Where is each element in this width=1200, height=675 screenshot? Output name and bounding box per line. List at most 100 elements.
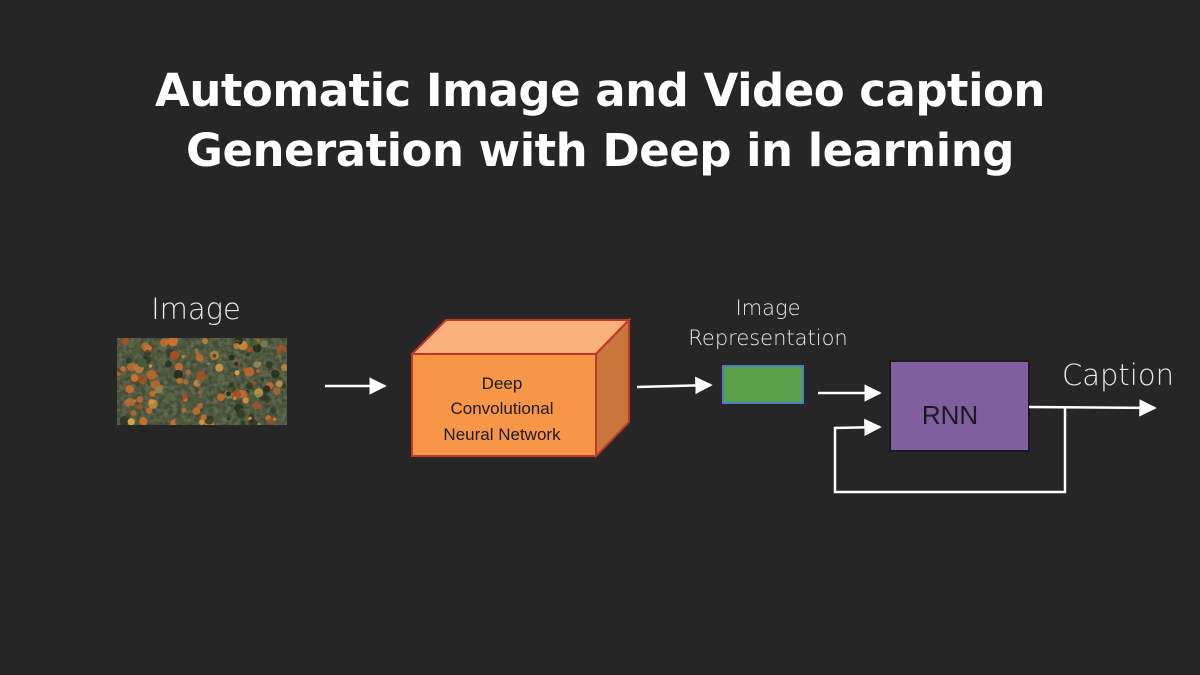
input-image-label: Image: [151, 292, 241, 326]
foliage-speck: [169, 350, 180, 360]
foliage-speck: [256, 369, 260, 373]
foliage-speck: [228, 354, 235, 361]
foliage-speck: [136, 403, 143, 410]
foliage-speck: [227, 384, 236, 394]
foliage-speck: [175, 417, 185, 425]
foliage-speck: [248, 418, 258, 425]
caption-output-label: Caption: [1062, 358, 1174, 392]
foliage-speck: [226, 417, 231, 421]
foliage-speck: [145, 407, 153, 414]
rnn-block: [889, 360, 1030, 452]
foliage-speck: [160, 338, 169, 347]
aerial-forest-image: [117, 338, 287, 425]
foliage-speck: [232, 389, 242, 399]
foliage-speck: [164, 341, 168, 345]
foliage-speck: [273, 387, 281, 395]
foliage-speck: [181, 407, 187, 413]
foliage-speck: [252, 343, 262, 353]
foliage-speck: [137, 374, 148, 385]
foliage-speck: [246, 346, 253, 353]
foliage-speck: [242, 367, 247, 372]
foliage-speck: [192, 407, 201, 415]
foliage-speck: [197, 378, 203, 384]
foliage-speck: [128, 405, 134, 412]
foliage-speck: [144, 349, 152, 357]
cnn-label-line-3: Neural Network: [443, 425, 561, 444]
foliage-speck: [215, 363, 224, 372]
foliage-speck: [189, 351, 196, 358]
foliage-speck: [246, 382, 254, 390]
foliage-speck: [148, 364, 153, 368]
cnn-label-line-1: Deep: [482, 374, 523, 393]
foliage-speck: [246, 352, 250, 357]
foliage-speck: [270, 352, 274, 356]
foliage-speck: [236, 409, 246, 419]
foliage-speck: [149, 390, 156, 397]
rnn-label: RNN: [922, 400, 978, 430]
foliage-speck: [197, 390, 202, 395]
foliage-speck: [244, 367, 255, 377]
foliage-speck: [174, 362, 183, 372]
foliage-speck: [125, 385, 134, 394]
foliage-speck: [233, 343, 240, 350]
foliage-speck: [146, 370, 157, 380]
page-title-line-1: Automatic Image and Video caption: [155, 64, 1045, 117]
foliage-speck: [234, 370, 240, 376]
cnn-block: Deep Convolutional Neural Network: [409, 317, 632, 459]
foliage-speck: [194, 348, 199, 352]
foliage-speck: [159, 367, 168, 377]
foliage-speck: [262, 385, 271, 393]
foliage-speck: [242, 397, 249, 404]
foliage-speck: [253, 361, 261, 368]
foliage-speck: [273, 417, 277, 421]
foliage-speck: [166, 392, 176, 401]
foliage-speck: [196, 402, 203, 409]
foliage-speck: [136, 395, 144, 403]
foliage-speck: [132, 345, 142, 354]
foliage-speck: [253, 381, 257, 386]
foliage-speck: [119, 415, 130, 425]
foliage-speck: [130, 409, 137, 416]
representation-label-line-1: Image: [735, 296, 800, 320]
foliage-speck: [182, 393, 189, 400]
foliage-speck: [124, 397, 135, 408]
foliage-speck: [234, 361, 239, 367]
foliage-speck: [204, 415, 214, 425]
foliage-speck: [141, 342, 150, 351]
foliage-speck: [185, 400, 194, 410]
foliage-speck: [239, 390, 248, 398]
foliage-speck: [226, 391, 231, 397]
foliage-speck: [233, 396, 237, 401]
foliage-speck: [277, 370, 285, 378]
foliage-speck: [262, 369, 269, 376]
foliage-speck: [127, 418, 135, 425]
foliage-speck: [252, 340, 259, 346]
representation-label-line-2: Representation: [688, 326, 848, 350]
foliage-speck: [271, 369, 280, 379]
foliage-speck: [199, 419, 205, 425]
foliage-speck: [183, 379, 189, 385]
foliage-speck: [248, 394, 258, 404]
foliage-speck: [127, 339, 136, 349]
foliage-speck: [155, 385, 163, 394]
foliage-speck: [279, 349, 286, 357]
foliage-speck: [217, 373, 225, 381]
foliage-speck: [195, 354, 204, 362]
foliage-speck: [123, 383, 127, 387]
foliage-speck: [181, 354, 185, 359]
foliage-speck: [130, 374, 139, 382]
foliage-speck: [173, 369, 183, 380]
foliage-speck: [269, 407, 276, 414]
foliage-speck: [144, 385, 151, 391]
arrow-cnn-to-representation: [636, 376, 713, 395]
foliage-speck: [265, 361, 273, 369]
foliage-speck: [148, 399, 158, 409]
foliage-speck: [267, 417, 275, 425]
image-representation-vector: [722, 365, 804, 404]
foliage-speck: [255, 393, 261, 398]
foliage-speck: [202, 338, 209, 344]
foliage-speck: [185, 369, 191, 375]
foliage-speck: [275, 380, 283, 388]
foliage-speck: [200, 414, 207, 421]
